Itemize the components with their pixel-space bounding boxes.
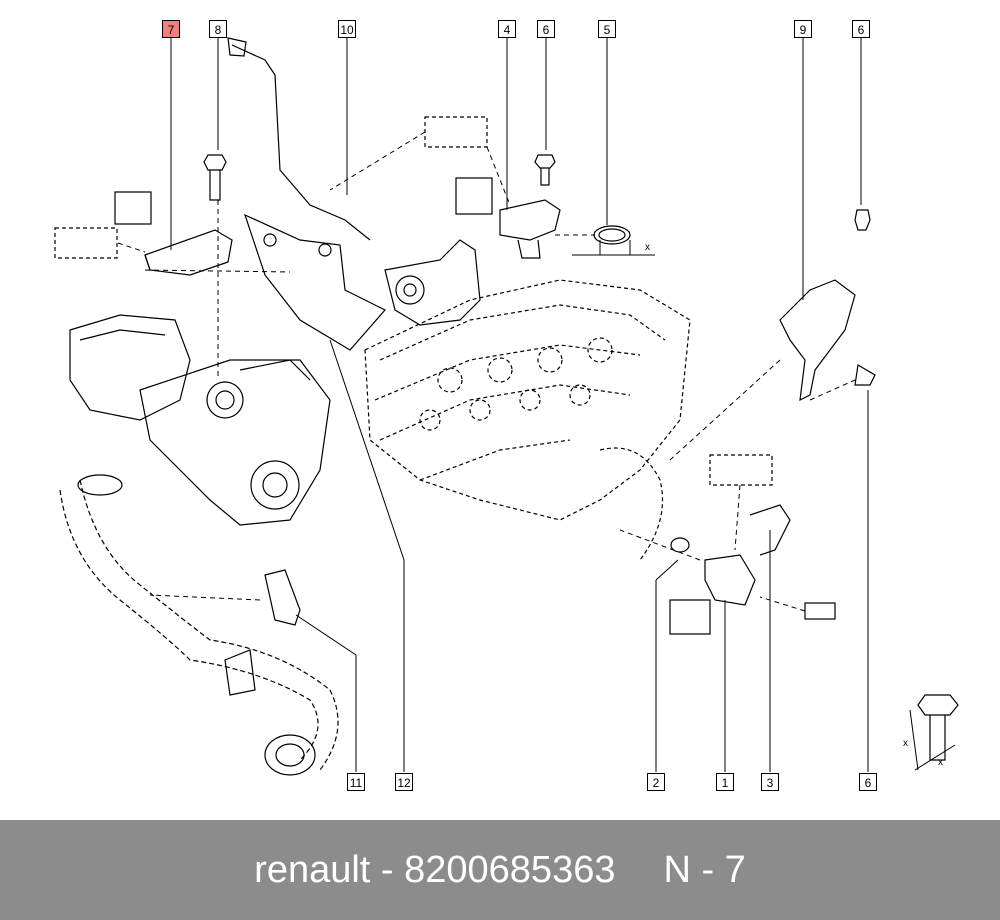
brand-part-number: renault - 8200685363 xyxy=(254,848,616,891)
dimension-x-label: x xyxy=(903,738,908,749)
egr-valve-assembly xyxy=(69,314,331,526)
callout-4: 4 xyxy=(498,20,516,38)
callout-3: 3 xyxy=(761,773,779,791)
engine-block xyxy=(364,279,691,561)
exploded-parts-diagram xyxy=(54,37,959,776)
callout-7-highlighted: 7 xyxy=(162,20,180,38)
diagram-reference: N - 7 xyxy=(663,848,746,891)
callout-5: 5 xyxy=(598,20,616,38)
dimension-x-label: x xyxy=(938,757,943,768)
callout-12: 12 xyxy=(395,773,413,791)
callout-10: 10 xyxy=(338,20,356,38)
callout-1: 1 xyxy=(716,773,734,791)
callout-8: 8 xyxy=(209,20,227,38)
callout-6-top: 6 xyxy=(537,20,555,38)
footer-banner: renault - 8200685363 N - 7 xyxy=(0,820,1000,920)
dimension-x-label: x xyxy=(645,242,650,253)
callout-2: 2 xyxy=(647,773,665,791)
coolant-hose xyxy=(59,479,339,771)
callout-6-bottom: 6 xyxy=(859,773,877,791)
callout-9: 9 xyxy=(794,20,812,38)
callout-6-right: 6 xyxy=(852,20,870,38)
callout-11: 11 xyxy=(347,773,365,791)
